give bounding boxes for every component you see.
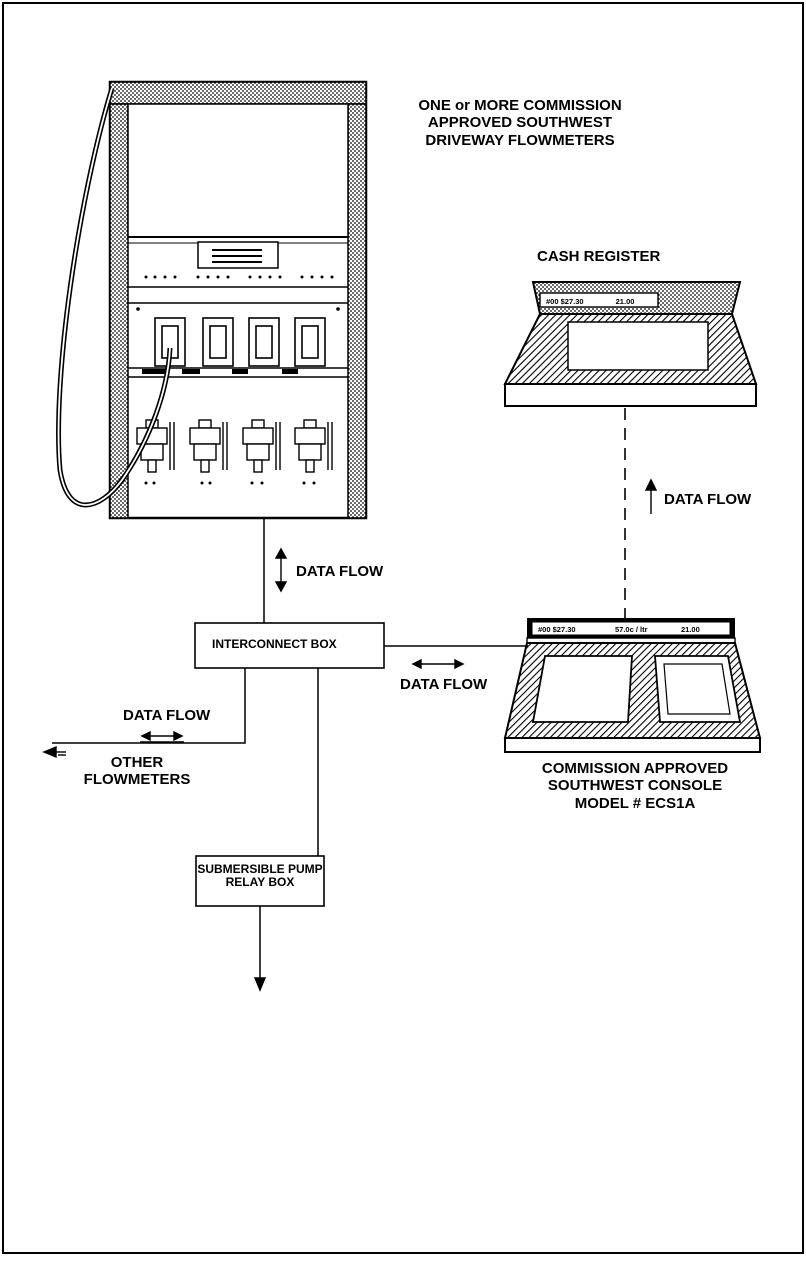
other-flowmeters-line2: FLOWMETERS — [83, 771, 191, 789]
cash-register-label: CASH REGISTER — [537, 248, 661, 265]
interconnect-box-label: INTERCONNECT BOX — [212, 637, 337, 651]
data-flow-label-other: DATA FLOW — [123, 707, 211, 724]
pump-relay-box — [195, 855, 325, 907]
double-arrow-horizontal-icon — [140, 730, 184, 743]
console-label: COMMISSION APPROVED SOUTHWEST CONSOLE MO… — [500, 760, 770, 812]
cash-register-keypad — [567, 321, 709, 371]
pump-relay-box-label: SUBMERSIBLE PUMP RELAY BOX — [196, 862, 324, 890]
other-flowmeters-label: OTHER FLOWMETERS — [72, 754, 202, 789]
flowmeter-label-line3: DRIVEWAY FLOWMETERS — [425, 131, 615, 149]
nozzle-holster-row — [154, 317, 326, 367]
double-arrow-vertical-icon — [274, 547, 288, 593]
interconnect-to-other-line — [52, 668, 246, 744]
console-unit: #00 $27.30 57.0c / ltr 21.00 — [503, 618, 762, 753]
cash-register-display: #00 $27.30 21.00 — [546, 297, 634, 306]
arrow-up-icon — [644, 478, 658, 514]
pump-valve-row — [136, 419, 333, 473]
data-flow-label-console: DATA FLOW — [400, 676, 488, 693]
double-arrow-horizontal-icon — [411, 658, 465, 670]
console-display-price: #00 $27.30 — [538, 625, 576, 634]
flowmeter-label-line1: ONE or MORE COMMISSION — [418, 97, 622, 114]
arrow-down-icon — [253, 977, 267, 992]
pump-relay-line1: SUBMERSIBLE PUMP — [197, 862, 323, 876]
cash-register: #00 $27.30 21.00 — [503, 281, 758, 407]
console-label-line2: SOUTHWEST CONSOLE — [547, 777, 723, 795]
flowmeter-label: ONE or MORE COMMISSION APPROVED SOUTHWES… — [388, 97, 652, 149]
console-display-volume: 21.00 — [681, 625, 700, 634]
flowmeter-label-line2: APPROVED SOUTHWEST — [427, 114, 613, 132]
pump-relay-line2: RELAY BOX — [225, 875, 295, 890]
other-flowmeters-line1: OTHER — [110, 754, 164, 771]
console-label-line1: COMMISSION APPROVED — [541, 760, 729, 777]
console-keypad — [531, 655, 633, 723]
arrow-left-icon — [42, 745, 66, 759]
interconnect-box — [194, 622, 385, 669]
console-display-rate: 57.0c / ltr — [615, 625, 648, 634]
console-label-line3: MODEL # ECS1A — [574, 794, 696, 812]
data-flow-label-register: DATA FLOW — [664, 491, 752, 508]
data-flow-label-dispenser: DATA FLOW — [296, 563, 384, 580]
flowmeter-dispenser — [108, 80, 368, 520]
